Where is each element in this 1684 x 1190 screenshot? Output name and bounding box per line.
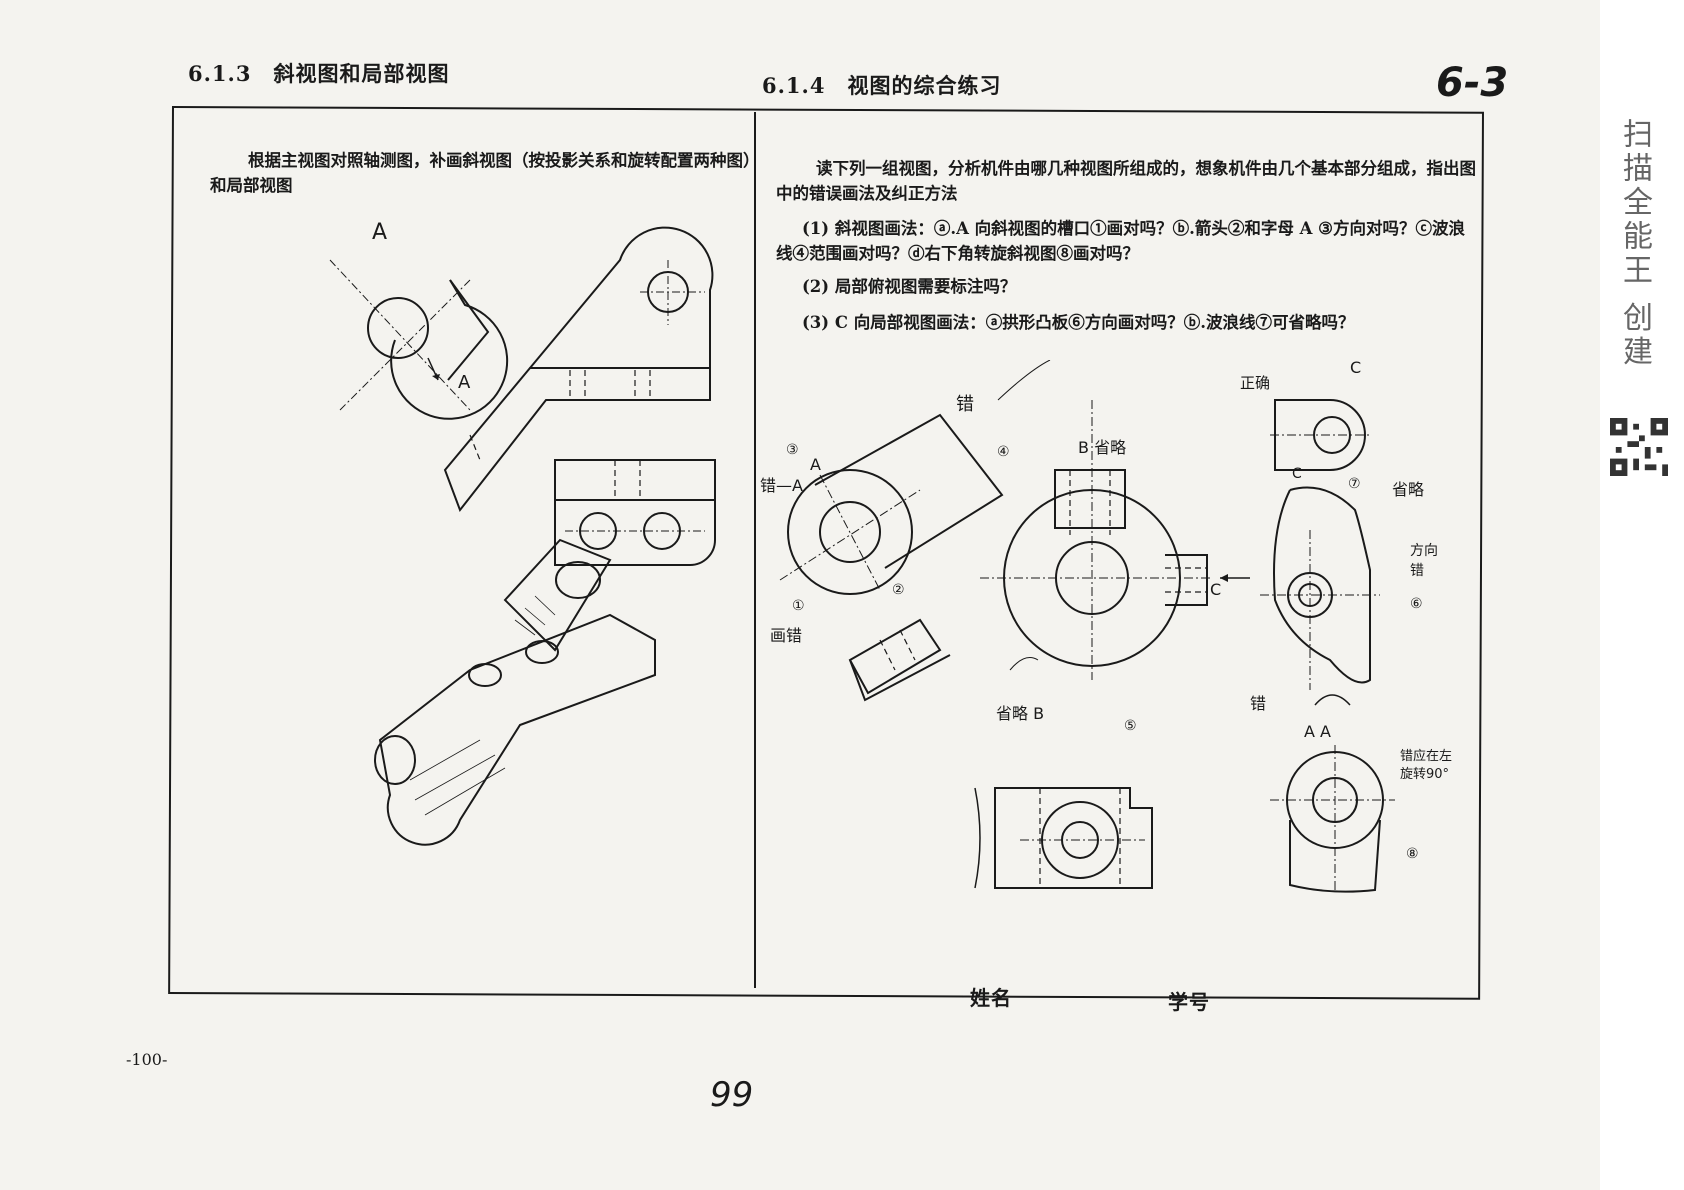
name-label: 姓名 bbox=[970, 986, 1012, 1010]
note-omit-7: 省略 bbox=[1392, 480, 1425, 499]
left-section-title: 6.1.3 斜视图和局部视图 bbox=[188, 61, 450, 86]
note-direction-wrong: 方向错 bbox=[1410, 543, 1438, 579]
note-omit-b: 省略 B bbox=[996, 704, 1045, 723]
label-c-lower: C bbox=[1292, 466, 1302, 482]
handwritten-page-number: 99 bbox=[710, 1075, 754, 1115]
center-section-title: 6.1.4 视图的综合练习 bbox=[762, 73, 1002, 98]
marker-4: ④ bbox=[997, 444, 1010, 460]
label-a-oblique: A bbox=[810, 455, 821, 474]
note-cuo-top: 错 bbox=[956, 394, 974, 415]
marker-2: ② bbox=[892, 582, 905, 598]
note-cuo-a: 错—A bbox=[760, 476, 803, 495]
marker-8: ⑧ bbox=[1406, 846, 1419, 862]
marker-6: ⑥ bbox=[1410, 596, 1423, 612]
student-id-label: 学号 bbox=[1168, 990, 1210, 1014]
label-c-view: C bbox=[1350, 358, 1362, 377]
view-a-hole bbox=[367, 297, 429, 359]
bottom-view bbox=[994, 787, 1153, 889]
question-1: (1) 斜视图画法：ⓐ.A 向斜视图的槽口①画对吗？ⓑ.箭头②和字母 A ③方向… bbox=[776, 219, 1465, 263]
left-instruction: 根据主视图对照轴测图，补画斜视图（按投影关系和旋转配置两种图）和局部视图 bbox=[210, 151, 752, 195]
main-view-bar bbox=[443, 367, 711, 513]
top-view-strip bbox=[554, 459, 716, 501]
note-cuo-rotated: 错 bbox=[1250, 694, 1267, 713]
note-correct: 正确 bbox=[1240, 374, 1271, 392]
panel-divider bbox=[754, 112, 756, 988]
top-view-body bbox=[554, 500, 716, 566]
iso-lug bbox=[503, 538, 612, 652]
marker-1: ① bbox=[792, 598, 805, 614]
worksheet-page: 6.1.3 斜视图和局部视图 6.1.4 视图的综合练习 6-3 根据主视图对照… bbox=[0, 0, 1600, 1190]
question-3: (3) C 向局部视图画法：ⓐ拱形凸板⑥方向画对吗？ⓑ.波浪线⑦可省略吗？ bbox=[802, 313, 1355, 332]
main-view-lug bbox=[529, 226, 714, 369]
iso-base bbox=[378, 613, 656, 846]
scanner-brand-text: 扫描全能王 创建 bbox=[1617, 118, 1652, 370]
marker-7: ⑦ bbox=[1348, 476, 1361, 492]
scanner-watermark-strip bbox=[1600, 0, 1684, 1190]
arrow-a-label: A bbox=[458, 372, 471, 393]
right-intro: 读下列一组视图，分析机件由哪几种视图所组成的，想象机件由几个基本部分组成，指出图… bbox=[776, 159, 1476, 203]
note-drawn-wrong: 画错 bbox=[770, 626, 803, 645]
note-rotate-left-90: 错应在左旋转90° bbox=[1400, 749, 1453, 782]
oblique-a-body bbox=[814, 413, 1004, 569]
label-a-a: A A bbox=[1304, 722, 1331, 741]
page-number: -100- bbox=[126, 1050, 168, 1069]
left-drawings bbox=[329, 226, 716, 846]
view-a-outline bbox=[390, 279, 509, 420]
qr-code-icon bbox=[1610, 418, 1668, 476]
view-a-break bbox=[447, 279, 490, 381]
marker-5: ⑤ bbox=[1124, 718, 1137, 734]
arrow-c-label: C bbox=[1210, 580, 1222, 599]
right-drawings bbox=[779, 360, 1395, 893]
question-2: (2) 局部俯视图需要标注吗？ bbox=[802, 277, 1017, 296]
view-a-label: A bbox=[372, 220, 388, 245]
page-code-handwritten: 6-3 bbox=[1436, 60, 1509, 106]
marker-3: ③ bbox=[786, 442, 799, 458]
note-b-omit: B 省略 bbox=[1078, 438, 1127, 457]
